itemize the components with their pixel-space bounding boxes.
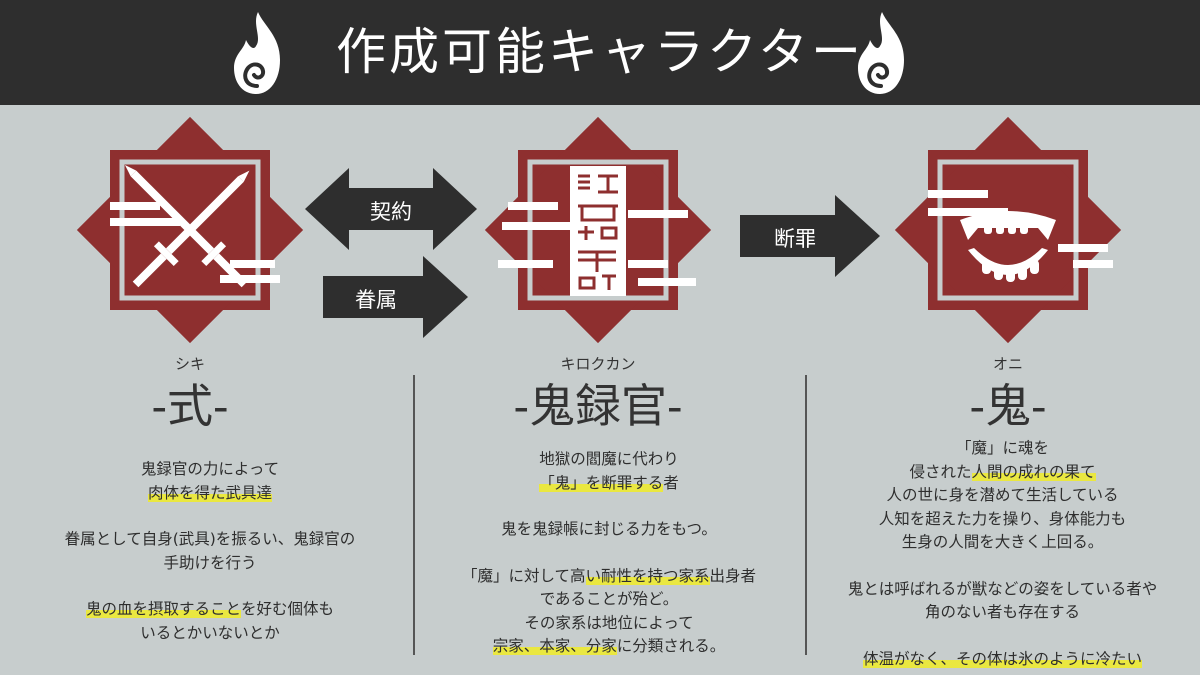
name-kirokukan: -鬼録官-: [513, 379, 683, 433]
desc-text: 人の世に身を潜めて生活している: [886, 486, 1119, 504]
arrow-label-contract: 契約: [370, 200, 412, 224]
desc-kirokukan: 地獄の閻魔に代わり「鬼」を断罪する者鬼を鬼録帳に封じる力をもつ。「魔」に対して高…: [423, 448, 795, 659]
column-divider: [413, 375, 415, 655]
highlighted-text: 人間の成れの果て: [971, 462, 1096, 481]
badge-shiki: [76, 116, 304, 344]
column-divider: [805, 375, 807, 655]
desc-gap: [20, 505, 400, 528]
desc-gap: [815, 555, 1190, 578]
ruby-kirokukan: キロクカン: [560, 355, 636, 373]
desc-text: 「魔」に魂を: [955, 439, 1049, 457]
desc-text: 鬼録官の力によって: [140, 460, 280, 478]
arrow-label-kin: 眷属: [355, 288, 397, 312]
desc-line: 「鬼」を断罪する者: [423, 472, 795, 496]
desc-gap: [423, 495, 795, 518]
desc-text: 侵された: [909, 462, 972, 481]
badge-oni: [894, 116, 1122, 344]
desc-oni: 「魔」に魂を侵された人間の成れの果て人の世に身を潜めて生活している人知を超えた力…: [815, 437, 1190, 671]
desc-line: その家系は地位によって: [423, 612, 795, 636]
desc-text: 手助けを行う: [163, 553, 257, 572]
highlighted-text: 体温がなく、その体は氷のように冷たい: [862, 649, 1142, 668]
desc-text: 生身の人間を大きく上回る。: [901, 533, 1104, 551]
desc-text: 者: [663, 473, 679, 492]
desc-gap: [815, 625, 1190, 648]
flame-icon: [234, 12, 280, 94]
right-arrow-icon: [740, 195, 880, 277]
badge-kirokukan: [484, 116, 712, 344]
desc-line: いるとかいないとか: [20, 622, 400, 646]
desc-text: 鬼を鬼録帳に封じる力をもつ。: [501, 520, 717, 538]
desc-line: 侵された人間の成れの果て: [815, 461, 1190, 485]
crossed-swords-icon: [110, 164, 280, 288]
desc-line: 鬼録官の力によって: [20, 458, 400, 482]
ruby-oni: オニ: [992, 355, 1023, 373]
desc-line: 人の世に身を潜めて生活している: [815, 484, 1190, 508]
desc-shiki: 鬼録官の力によって肉体を得た武具達眷属として自身(武具)を振るい、鬼録官の手助け…: [20, 458, 400, 645]
desc-line: 地獄の閻魔に代わり: [423, 448, 795, 472]
fangs-icon: [928, 190, 1113, 282]
desc-line: 体温がなく、その体は氷のように冷たい: [815, 648, 1190, 672]
flame-icon: [858, 12, 904, 94]
right-arrow-icon: [323, 256, 468, 338]
header-bar: [0, 0, 1200, 105]
page-title: 作成可能キャラクター: [336, 23, 864, 81]
desc-line: であることが殆ど。: [423, 588, 795, 612]
desc-text: であることが殆ど。: [539, 590, 679, 608]
arrow-label-judgment: 断罪: [774, 227, 816, 251]
desc-text: を好む個体も: [241, 600, 335, 618]
desc-line: 鬼の血を摂取することを好む個体も: [20, 598, 400, 622]
desc-text: 地獄の閻魔に代わり: [539, 450, 679, 468]
desc-line: 鬼とは呼ばれるが獣などの姿をしている者や: [815, 578, 1190, 602]
desc-text: 「魔」に対して高: [461, 566, 586, 585]
highlighted-text: 鬼の血を摂取すること: [85, 600, 241, 618]
desc-text: いるとかいないとか: [140, 623, 280, 642]
name-shiki: -式-: [151, 379, 229, 433]
desc-text: 角のない者も存在する: [924, 603, 1080, 621]
desc-line: 人知を超えた力を操り、身体能力も: [815, 508, 1190, 532]
desc-line: 眷属として自身(武具)を振るい、鬼録官の: [20, 528, 400, 552]
desc-text: に分類される。: [616, 637, 726, 655]
highlighted-text: 肉体を得た武具達: [147, 483, 272, 502]
desc-gap: [20, 575, 400, 598]
ruby-shiki: シキ: [174, 355, 205, 373]
desc-text: 鬼とは呼ばれるが獣などの姿をしている者や: [847, 579, 1158, 598]
highlighted-text: い耐性を持つ家系: [585, 566, 710, 585]
desc-line: 生身の人間を大きく上回る。: [815, 531, 1190, 555]
desc-line: 宗家、本家、分家に分類される。: [423, 635, 795, 659]
highlighted-text: 「鬼」を断罪する: [539, 473, 664, 492]
desc-line: 肉体を得た武具達: [20, 482, 400, 506]
desc-text: 眷属として自身(武具)を振るい、鬼録官の: [64, 530, 356, 548]
desc-gap: [423, 542, 795, 565]
desc-line: 「魔」に魂を: [815, 437, 1190, 461]
desc-text: その家系は地位によって: [524, 613, 694, 632]
talisman-icon: [498, 166, 696, 296]
desc-line: 「魔」に対して高い耐性を持つ家系出身者: [423, 565, 795, 589]
highlighted-text: 宗家、本家、分家: [492, 637, 617, 655]
double-arrow-icon: [305, 168, 477, 250]
desc-text: 出身者: [709, 566, 757, 585]
desc-text: 人知を超えた力を操り、身体能力も: [878, 509, 1127, 528]
name-oni: -鬼-: [969, 379, 1047, 433]
desc-line: 角のない者も存在する: [815, 601, 1190, 625]
desc-line: 手助けを行う: [20, 552, 400, 576]
desc-line: 鬼を鬼録帳に封じる力をもつ。: [423, 518, 795, 542]
